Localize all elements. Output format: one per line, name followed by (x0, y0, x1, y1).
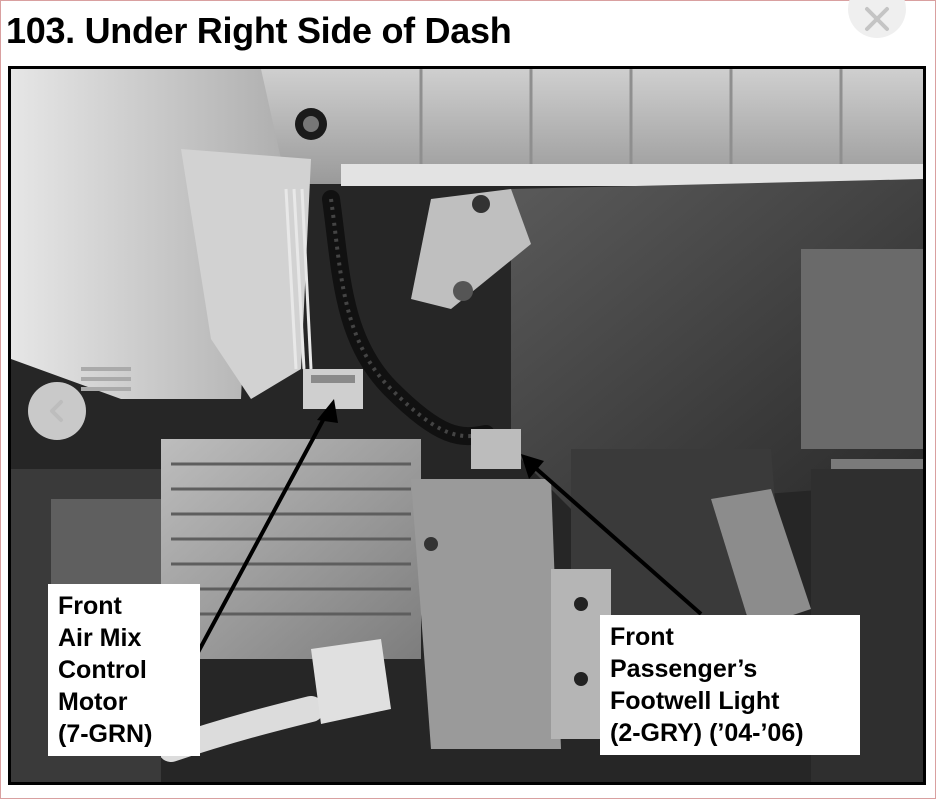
callout-line: Motor (58, 688, 128, 716)
arrow-head-right (521, 454, 544, 479)
callout-line: Front (58, 592, 122, 620)
callout-line: Front (610, 623, 674, 651)
page-title: 103. Under Right Side of Dash (6, 10, 512, 51)
arrow-head-left (317, 399, 338, 423)
chevron-left-icon (50, 400, 63, 422)
previous-button[interactable] (28, 382, 86, 440)
close-icon (865, 7, 889, 31)
callout-line: Passenger’s (610, 655, 758, 683)
callout-air-mix-motor: Front Air Mix Control Motor (7-GRN) (48, 584, 200, 756)
callout-line: Air Mix (58, 624, 142, 652)
callout-line: (2-GRY) (’04-’06) (610, 719, 804, 747)
callout-line: (7-GRN) (58, 720, 153, 748)
callout-footwell-light: Front Passenger’s Footwell Light (2-GRY)… (600, 615, 860, 755)
callout-line: Control (58, 656, 147, 684)
callout-line: Footwell Light (610, 687, 780, 715)
